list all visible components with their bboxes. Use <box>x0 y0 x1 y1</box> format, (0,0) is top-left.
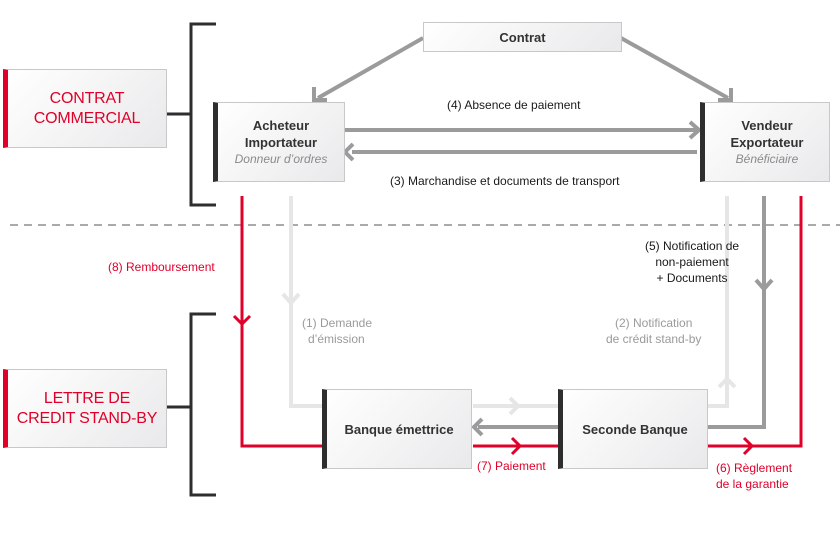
label-line: (5) Notification de <box>645 239 740 253</box>
section-lettre-credit: LETTRE DE CREDIT STAND-BY <box>3 369 167 448</box>
label-line: (1) Demande <box>302 316 373 330</box>
label-line: de la garantie <box>716 477 789 491</box>
arrow-absence-paiement <box>345 120 703 140</box>
section-label-line: LETTRE DE <box>43 389 131 407</box>
node-subtitle: Donneur d’ordres <box>234 152 328 166</box>
node-title: Exportateur <box>730 135 804 150</box>
arrow-contrat-to-acheteur <box>312 36 424 102</box>
label-step2: (2) Notification de crédit stand-by <box>606 315 701 347</box>
section-contrat-commercial: CONTRAT COMMERCIAL <box>3 69 167 148</box>
label-line: + Documents <box>656 271 728 285</box>
arrow-paiement <box>473 436 558 456</box>
section-label-line: CONTRAT <box>49 89 125 107</box>
arrow-notification-non-paiement <box>471 196 774 437</box>
section-label-line: CREDIT STAND-BY <box>16 409 158 427</box>
label-line: de crédit stand-by <box>606 332 702 346</box>
node-title: Banque émettrice <box>344 421 454 437</box>
arrow-notification-credit <box>473 196 737 416</box>
node-title: Importateur <box>244 135 318 150</box>
node-contrat: Contrat <box>423 22 622 52</box>
section-label-line: COMMERCIAL <box>33 109 141 127</box>
node-title: Vendeur <box>741 118 793 133</box>
arrow-remboursement <box>232 196 322 448</box>
arrow-contrat-to-vendeur <box>620 36 733 102</box>
arrow-reglement-garantie <box>708 196 803 456</box>
bracket-standby <box>167 312 216 497</box>
label-step3: (3) Marchandise et documents de transpor… <box>390 174 620 188</box>
label-step8: (8) Remboursement <box>108 260 215 274</box>
label-step7: (7) Paiement <box>477 459 546 473</box>
node-acheteur-importateur: Acheteur Importateur Donneur d’ordres <box>213 102 345 182</box>
arrow-demande-emission <box>281 196 324 408</box>
label-step4: (4) Absence de paiement <box>447 98 581 112</box>
bracket-commercial <box>167 22 216 207</box>
arrow-marchandise <box>342 142 697 162</box>
node-vendeur-exportateur: Vendeur Exportateur Bénéficiaire <box>700 102 830 182</box>
label-line: non-paiement <box>655 255 729 269</box>
node-banque-emettrice: Banque émettrice <box>322 389 472 469</box>
node-title: Contrat <box>499 29 546 45</box>
label-line: (6) Règlement <box>716 461 793 475</box>
node-title: Seconde Banque <box>582 421 688 437</box>
label-step1: (1) Demande d’émission <box>302 315 372 347</box>
node-subtitle: Bénéficiaire <box>735 152 799 166</box>
node-title: Acheteur <box>252 118 310 133</box>
label-step6: (6) Règlement de la garantie <box>716 460 792 492</box>
label-step5: (5) Notification de non-paiement + Docum… <box>645 238 739 286</box>
label-line: d’émission <box>308 332 365 346</box>
label-line: (2) Notification <box>615 316 693 330</box>
node-seconde-banque: Seconde Banque <box>558 389 708 469</box>
